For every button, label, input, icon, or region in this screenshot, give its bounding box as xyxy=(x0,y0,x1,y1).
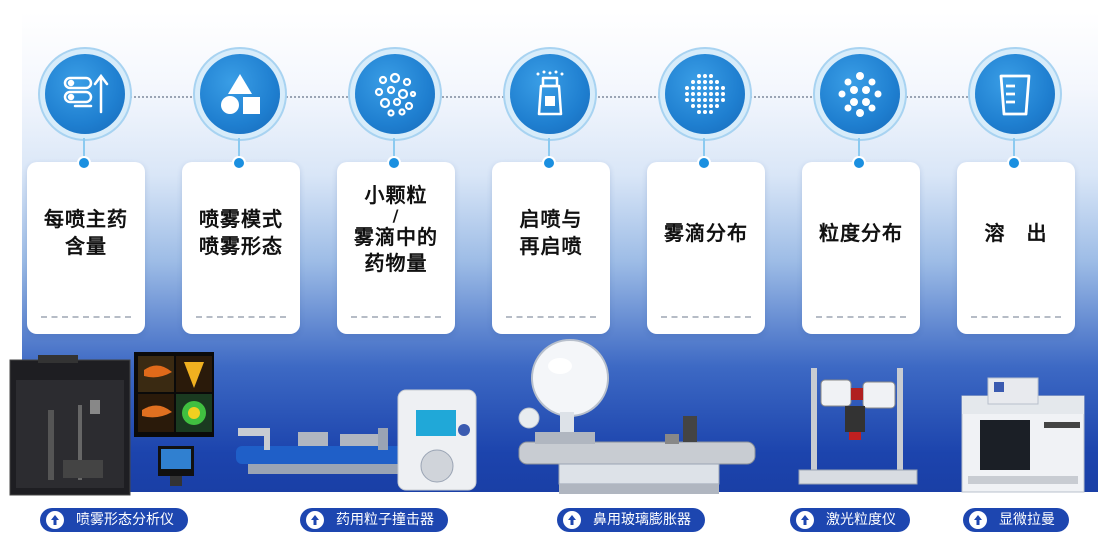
device-label-impactor: 药用粒子撞击器 xyxy=(300,508,448,532)
card-text: 雾滴分布 xyxy=(664,221,748,245)
connector-stem xyxy=(393,138,395,160)
device-label-expansion-chamber: 鼻用玻璃膨胀器 xyxy=(557,508,705,532)
card-divider xyxy=(506,316,596,318)
item-card: 启喷与 再启喷 xyxy=(492,162,610,334)
arrow-up-icon xyxy=(306,511,324,529)
arrow-up-icon xyxy=(796,511,814,529)
card-divider xyxy=(971,316,1061,318)
connector-dot xyxy=(79,158,89,168)
card-divider xyxy=(816,316,906,318)
card-divider xyxy=(661,316,751,318)
connector-dot xyxy=(389,158,399,168)
device-label-raman: 显微拉曼 xyxy=(963,508,1069,532)
item-card: 喷雾模式 喷雾形态 xyxy=(182,162,300,334)
card-text: 喷雾模式 喷雾形态 xyxy=(199,207,283,258)
raman-microscope-image xyxy=(961,377,1085,493)
connector-dot xyxy=(1009,158,1019,168)
item-card: 小颗粒 / 雾滴中的 药物量 xyxy=(337,162,455,334)
connector-dot xyxy=(854,158,864,168)
connector-stem xyxy=(1013,138,1015,160)
card-text: 粒度分布 xyxy=(819,221,903,245)
card-text: 溶 出 xyxy=(984,221,1048,245)
card-divider xyxy=(351,316,441,318)
sequence-arrow-icon xyxy=(45,54,125,134)
connector-dot xyxy=(234,158,244,168)
connector-dot xyxy=(699,158,709,168)
particles-icon xyxy=(355,54,435,134)
spray-bottle-icon xyxy=(510,54,590,134)
impactor-image xyxy=(236,389,477,491)
card-text: 启喷与 再启喷 xyxy=(519,207,583,258)
connector-stem xyxy=(703,138,705,160)
particle-distribution-icon xyxy=(820,54,900,134)
arrow-up-icon xyxy=(46,511,64,529)
connector-dot xyxy=(544,158,554,168)
card-text: 每喷主药 含量 xyxy=(44,207,128,258)
card-divider xyxy=(41,316,131,318)
connector-stem xyxy=(83,138,85,160)
nasal-expansion-chamber-image xyxy=(518,339,756,494)
arrow-up-icon xyxy=(563,511,581,529)
spray-pattern-analyzer-image xyxy=(9,352,214,496)
item-card: 雾滴分布 xyxy=(647,162,765,334)
laser-particle-sizer-image xyxy=(798,368,918,485)
device-label-laser-sizer: 激光粒度仪 xyxy=(790,508,910,532)
item-card: 溶 出 xyxy=(957,162,1075,334)
card-divider xyxy=(196,316,286,318)
item-card: 粒度分布 xyxy=(802,162,920,334)
beaker-icon xyxy=(975,54,1055,134)
connector-stem xyxy=(238,138,240,160)
shapes-icon xyxy=(200,54,280,134)
arrow-up-icon xyxy=(969,511,987,529)
connector-stem xyxy=(858,138,860,160)
device-label-spray-analyzer: 喷雾形态分析仪 xyxy=(40,508,188,532)
droplet-grid-icon xyxy=(665,54,745,134)
card-text: 小颗粒 / 雾滴中的 药物量 xyxy=(354,183,438,275)
connector-stem xyxy=(548,138,550,160)
item-card: 每喷主药 含量 xyxy=(27,162,145,334)
